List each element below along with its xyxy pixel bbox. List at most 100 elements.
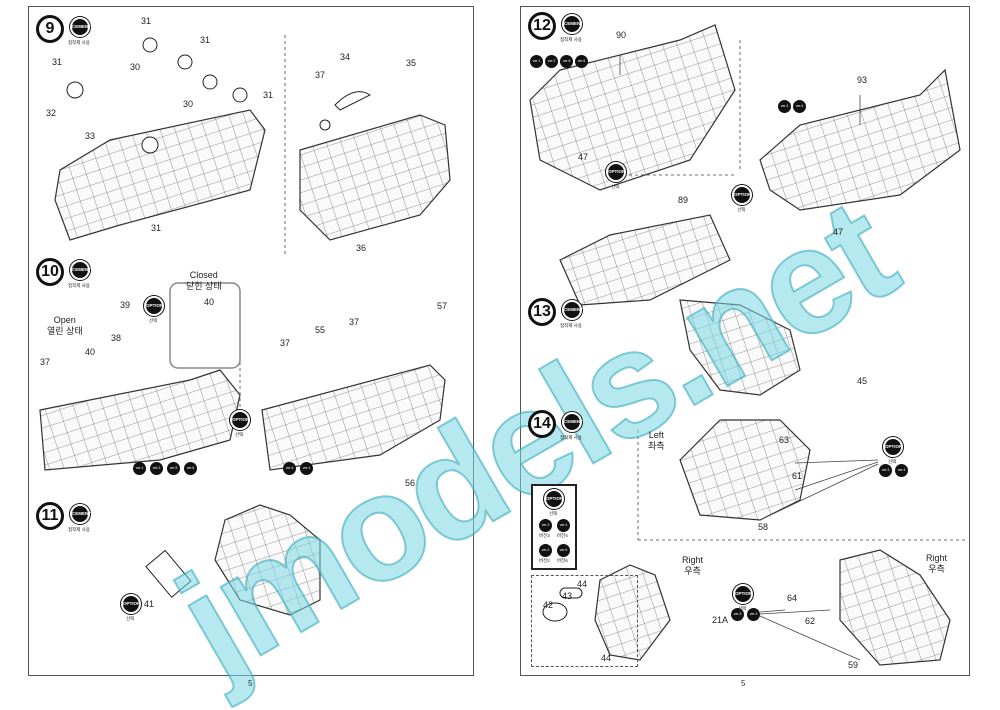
part-number: 57 [437, 301, 448, 311]
version-caption: 버전2 [539, 558, 550, 563]
option-caption: 선택 [235, 432, 244, 437]
part-number: 37 [315, 70, 326, 80]
version-badge: ver.3 [539, 519, 552, 532]
part-number: 31 [151, 223, 162, 233]
cement-badge: CEMENT [70, 504, 91, 524]
part-number: 56 [405, 478, 416, 488]
cement-caption: 접착제 사용 [68, 283, 90, 288]
part-number: 93 [857, 75, 868, 85]
step-11-number: 11 [36, 502, 64, 530]
version-badge: ver.2 [545, 55, 558, 68]
part-number: 31 [141, 16, 152, 26]
step-14-number: 14 [528, 410, 556, 438]
cement-badge: CEMENT [562, 300, 583, 320]
part-number: 42 [543, 600, 554, 610]
version-badge: ver.3 [731, 608, 744, 621]
part-number: 37 [40, 357, 51, 367]
cement-caption: 접착제 사용 [68, 40, 90, 45]
version-badge: ver.3 [778, 100, 791, 113]
part-number: 41 [144, 599, 155, 609]
part-number: 90 [616, 30, 627, 40]
cement-badge: CEMENT [70, 17, 91, 37]
option-badge: OPTION [544, 489, 564, 509]
page-number-right: 5 [741, 679, 746, 688]
cement-badge: CEMENT [562, 14, 583, 34]
version-badge: ver.4 [747, 608, 760, 621]
part-number: 47 [833, 227, 844, 237]
part-number: 34 [340, 52, 351, 62]
option-badge: OPTION [732, 185, 752, 205]
part-number: 55 [315, 325, 326, 335]
option-caption: 선택 [611, 184, 620, 189]
part-number: 40 [204, 297, 215, 307]
part-number: 30 [130, 62, 141, 72]
option-caption: 선택 [126, 616, 135, 621]
option-badge: OPTION [144, 296, 164, 316]
version-caption: 버전6 [557, 558, 568, 563]
version-legend-box: OPTION 선택 ver.3 ver.4 ver.2 ver.6 버전3 버전… [531, 484, 577, 570]
part-number: 43 [562, 591, 573, 601]
cement-caption: 접착제 사용 [560, 37, 582, 42]
part-number: 40 [85, 347, 96, 357]
part-number: 33 [85, 131, 96, 141]
cement-caption: 접착제 사용 [560, 435, 582, 440]
option-caption: 선택 [737, 207, 746, 212]
version-caption: 버전3 [539, 533, 550, 538]
option-caption: 선택 [888, 459, 897, 464]
part-number: 63 [779, 435, 790, 445]
cement-badge: CEMENT [70, 260, 91, 280]
option-badge: OPTION [606, 162, 626, 182]
option-badge: OPTION [230, 410, 250, 430]
cement-caption: 접착제 사용 [68, 527, 90, 532]
version-caption: 버전4 [557, 533, 568, 538]
version-badge: ver.4 [895, 464, 908, 477]
part-number: 35 [406, 58, 417, 68]
version-badge: ver.6 [557, 544, 570, 557]
part-number: 30 [183, 99, 194, 109]
step-13-number: 13 [528, 298, 556, 326]
page-number-left: 5 [248, 679, 253, 688]
part-number: 39 [120, 300, 131, 310]
version-badge: ver.4 [300, 462, 313, 475]
part-number: 37 [349, 317, 360, 327]
version-badge: ver.5 [167, 462, 180, 475]
part-number: 47 [578, 152, 589, 162]
version-badge: ver.4 [557, 519, 570, 532]
option-caption: 선택 [149, 318, 158, 323]
part-number: 38 [111, 333, 122, 343]
part-number: 64 [787, 593, 798, 603]
detail-box [531, 575, 638, 667]
option-badge: OPTION [121, 594, 141, 614]
version-badge: ver.6 [575, 55, 588, 68]
part-number: 31 [263, 90, 274, 100]
part-number: 61 [792, 471, 803, 481]
part-number: 59 [848, 660, 859, 670]
part-number: 37 [280, 338, 291, 348]
version-badge: ver.2 [150, 462, 163, 475]
option-badge: OPTION [733, 584, 753, 604]
step-10-number: 10 [36, 258, 64, 286]
version-badge: ver.4 [793, 100, 806, 113]
version-badge: ver.3 [879, 464, 892, 477]
part-number: 44 [601, 653, 612, 663]
part-number: 36 [356, 243, 367, 253]
part-number: 21A [712, 615, 729, 625]
cement-caption: 접착제 사용 [560, 323, 582, 328]
version-badge: ver.1 [530, 55, 543, 68]
part-number: 89 [678, 195, 689, 205]
version-badge: ver.2 [539, 544, 552, 557]
option-badge: OPTION [883, 437, 903, 457]
part-number: 44 [577, 579, 588, 589]
step-9-number: 9 [36, 15, 64, 43]
step-12-number: 12 [528, 12, 556, 40]
part-number: 62 [805, 616, 816, 626]
version-badge: ver.3 [283, 462, 296, 475]
option-caption: 선택 [738, 606, 747, 611]
version-badge: ver.6 [184, 462, 197, 475]
part-number: 32 [46, 108, 57, 118]
